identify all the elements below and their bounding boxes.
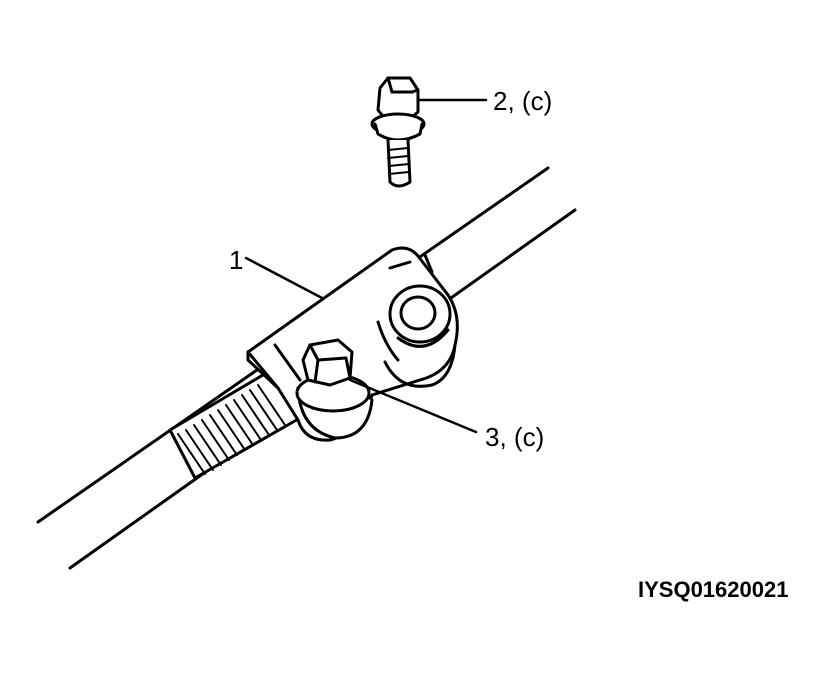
leader-line-3 — [348, 378, 478, 434]
figure-code: IYSQ01620021 — [638, 577, 788, 602]
callout-3-label: 3, (c) — [485, 422, 544, 452]
leader-lines — [244, 98, 488, 434]
cable-knurled-section — [168, 370, 302, 480]
callout-1-label: 1 — [229, 245, 243, 275]
callout-2-label: 2, (c) — [493, 86, 552, 116]
clamp-pivot-boss — [388, 284, 452, 348]
bolt-loose — [370, 76, 426, 188]
leader-line-1 — [244, 256, 324, 300]
bolt-installed — [295, 338, 374, 440]
